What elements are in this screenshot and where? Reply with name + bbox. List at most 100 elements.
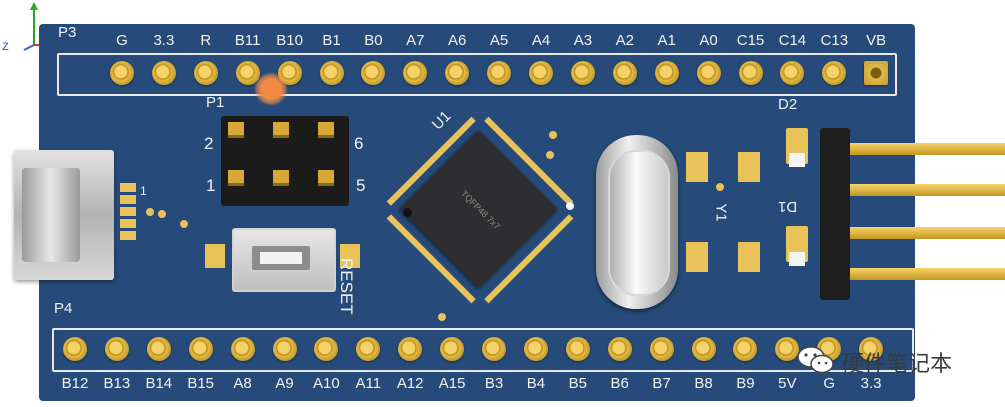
button-pad <box>340 244 360 268</box>
header-pin <box>398 337 423 361</box>
pin-label: B13 <box>103 375 131 392</box>
led-d2-lens <box>789 153 805 167</box>
header-p3-ref: P3 <box>58 24 77 41</box>
jumper-pin <box>273 170 289 186</box>
header-pin <box>403 61 428 85</box>
pin-label: 3.3 <box>153 32 175 49</box>
pin-label: B6 <box>610 375 629 392</box>
usb-pad <box>120 231 136 240</box>
pin-label: A0 <box>699 32 718 49</box>
crystal-pad <box>686 242 708 272</box>
header-pin <box>314 337 339 361</box>
jumper-pin <box>318 122 334 138</box>
jumper-label-5: 5 <box>356 176 366 195</box>
crystal-pad <box>738 152 760 182</box>
header-pin <box>319 61 344 85</box>
pin-label: C14 <box>778 32 807 49</box>
header-pin-rod <box>850 268 1005 280</box>
header-pin <box>487 61 512 85</box>
led-d2-ref: D2 <box>778 96 798 113</box>
header-pin <box>188 337 213 361</box>
pin-label: G <box>823 375 836 392</box>
wechat-icon <box>797 346 834 374</box>
header-pin <box>482 337 506 361</box>
pin-label: A15 <box>438 375 466 392</box>
pin-label: B0 <box>364 32 383 49</box>
usb-pad <box>120 207 136 216</box>
via <box>146 208 154 216</box>
header-pin <box>607 337 632 361</box>
pin-label: A3 <box>573 32 593 49</box>
usb-pad <box>120 195 136 204</box>
led-d1-lens <box>789 252 805 266</box>
header-pin <box>361 61 386 85</box>
header-pin <box>859 337 884 361</box>
watermark-text: 硬件笔记本 <box>842 352 953 377</box>
header-pin <box>738 61 763 85</box>
jumper-pin <box>273 122 289 138</box>
pin-label: B4 <box>526 375 546 392</box>
header-pin <box>110 61 134 85</box>
pin-label: B9 <box>736 375 755 392</box>
via <box>180 220 188 228</box>
pin-label: C15 <box>736 32 765 49</box>
header-pin <box>775 337 800 361</box>
header-pin <box>230 337 255 361</box>
pin-label: A2 <box>615 32 634 49</box>
pin-label: A4 <box>531 32 551 49</box>
pin-label: B3 <box>484 375 504 392</box>
jumper-ref: P1 <box>206 94 225 111</box>
pin-label: B7 <box>652 375 671 392</box>
pin-label: B12 <box>61 375 89 392</box>
header-pin <box>445 61 470 85</box>
pin-label: 5V <box>778 375 797 392</box>
pin-label: B15 <box>187 375 215 392</box>
usb-port-opening <box>22 168 80 262</box>
via <box>546 151 554 159</box>
pin-label: B14 <box>145 375 173 392</box>
mcu-pins <box>386 116 574 304</box>
crystal-pad <box>738 242 760 272</box>
jumper-pin <box>318 170 334 186</box>
header-pin <box>151 61 176 85</box>
header-pin <box>272 337 297 361</box>
header-pin <box>440 337 465 361</box>
jumper-label-6: 6 <box>354 134 364 153</box>
jumper-label-1: 1 <box>206 176 216 195</box>
header-pin <box>612 61 637 85</box>
via <box>158 210 166 218</box>
header-pin <box>356 337 381 361</box>
pin-label: B11 <box>234 32 261 49</box>
via <box>716 183 724 191</box>
right-angle-header <box>820 128 850 300</box>
usb-pad <box>120 219 136 228</box>
header-p4-outline <box>52 328 914 372</box>
header-pin <box>691 337 716 361</box>
header-pin <box>864 61 889 85</box>
header-pin <box>193 61 218 85</box>
pin-label: 3.3 <box>860 375 882 392</box>
via <box>438 313 446 321</box>
crystal-pad <box>686 152 708 182</box>
reset-button-face[interactable] <box>260 252 302 264</box>
pin-label: A7 <box>406 32 425 49</box>
pin-label: A10 <box>313 375 340 392</box>
crystal-inner <box>608 150 670 296</box>
pin-label: R <box>200 32 212 49</box>
header-pin <box>565 337 590 361</box>
pin-label: A6 <box>448 32 467 49</box>
usb-pad <box>120 183 136 192</box>
header-pin <box>146 337 171 361</box>
header-pin <box>570 61 595 85</box>
jumper-label-2: 2 <box>204 134 214 153</box>
crystal-ref: Y1 <box>712 203 730 222</box>
pin-label: A9 <box>275 375 294 392</box>
cursor-highlight <box>254 72 288 106</box>
pin-label: C13 <box>820 32 849 49</box>
jumper-pin <box>228 170 244 186</box>
header-pin <box>654 61 679 85</box>
led-d1-ref: D1 <box>778 198 798 215</box>
pin-label: VB <box>866 32 887 49</box>
via <box>549 131 557 139</box>
pin-label: B8 <box>694 375 713 392</box>
